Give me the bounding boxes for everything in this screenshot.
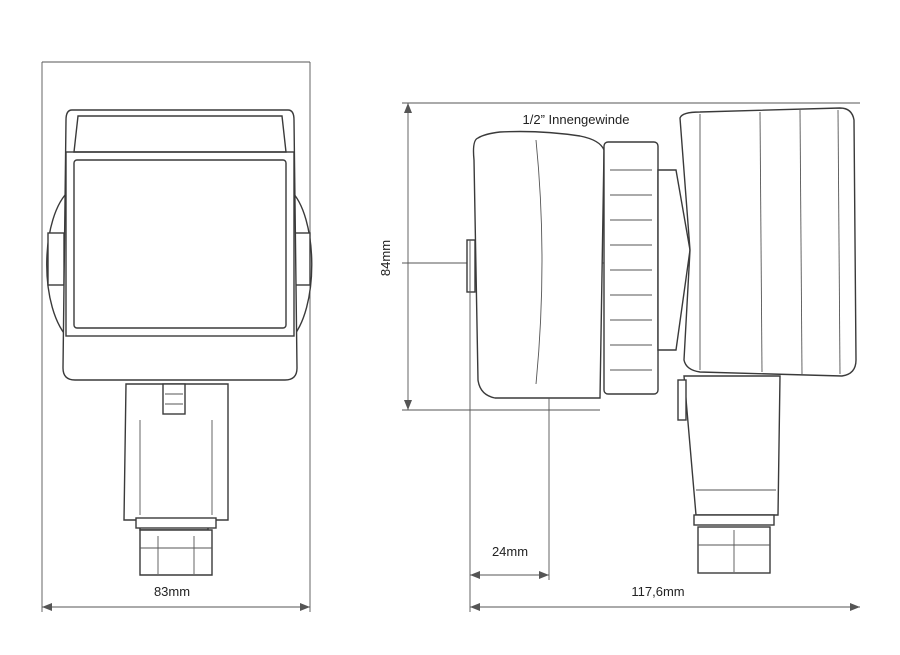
side-motor-line [759,111,763,373]
arrow-left-icon [470,571,480,579]
arrow-left-icon [470,603,480,611]
side-motor-body [683,375,781,516]
arrow-left-icon [42,603,52,611]
front-fitting [139,529,213,576]
front-nut [135,517,217,529]
front-connector [162,383,186,415]
front-disc-left [46,189,71,341]
side-pump-housing [472,130,605,399]
height-label: 84mm [378,240,393,276]
side-union-nut [603,141,659,395]
front-display-panel [73,159,287,329]
side-motor-line [799,109,803,375]
front-display-frame [65,151,295,337]
side-motor-line [837,109,841,375]
arrow-right-icon [850,603,860,611]
side-housing-contour [535,139,543,385]
arrow-down-icon [404,400,412,410]
side-view: 84mm 1/2” Innengewinde [378,102,860,612]
arrow-right-icon [300,603,310,611]
offset-label: 24mm [492,544,528,559]
front-view: 83mm [41,61,313,612]
length-label: 117,6mm [631,584,684,599]
width-label: 83mm [154,584,190,599]
side-cable-gland [677,379,687,421]
arrow-right-icon [539,571,549,579]
side-inlet-flange [466,239,476,293]
side-nut [693,514,775,526]
arrow-up-icon [404,103,412,113]
side-motor-housing [679,107,857,377]
side-coupling [657,169,691,351]
front-disc-right [289,189,313,341]
thread-label: 1/2” Innengewinde [523,112,630,127]
front-clip-left [47,232,65,286]
